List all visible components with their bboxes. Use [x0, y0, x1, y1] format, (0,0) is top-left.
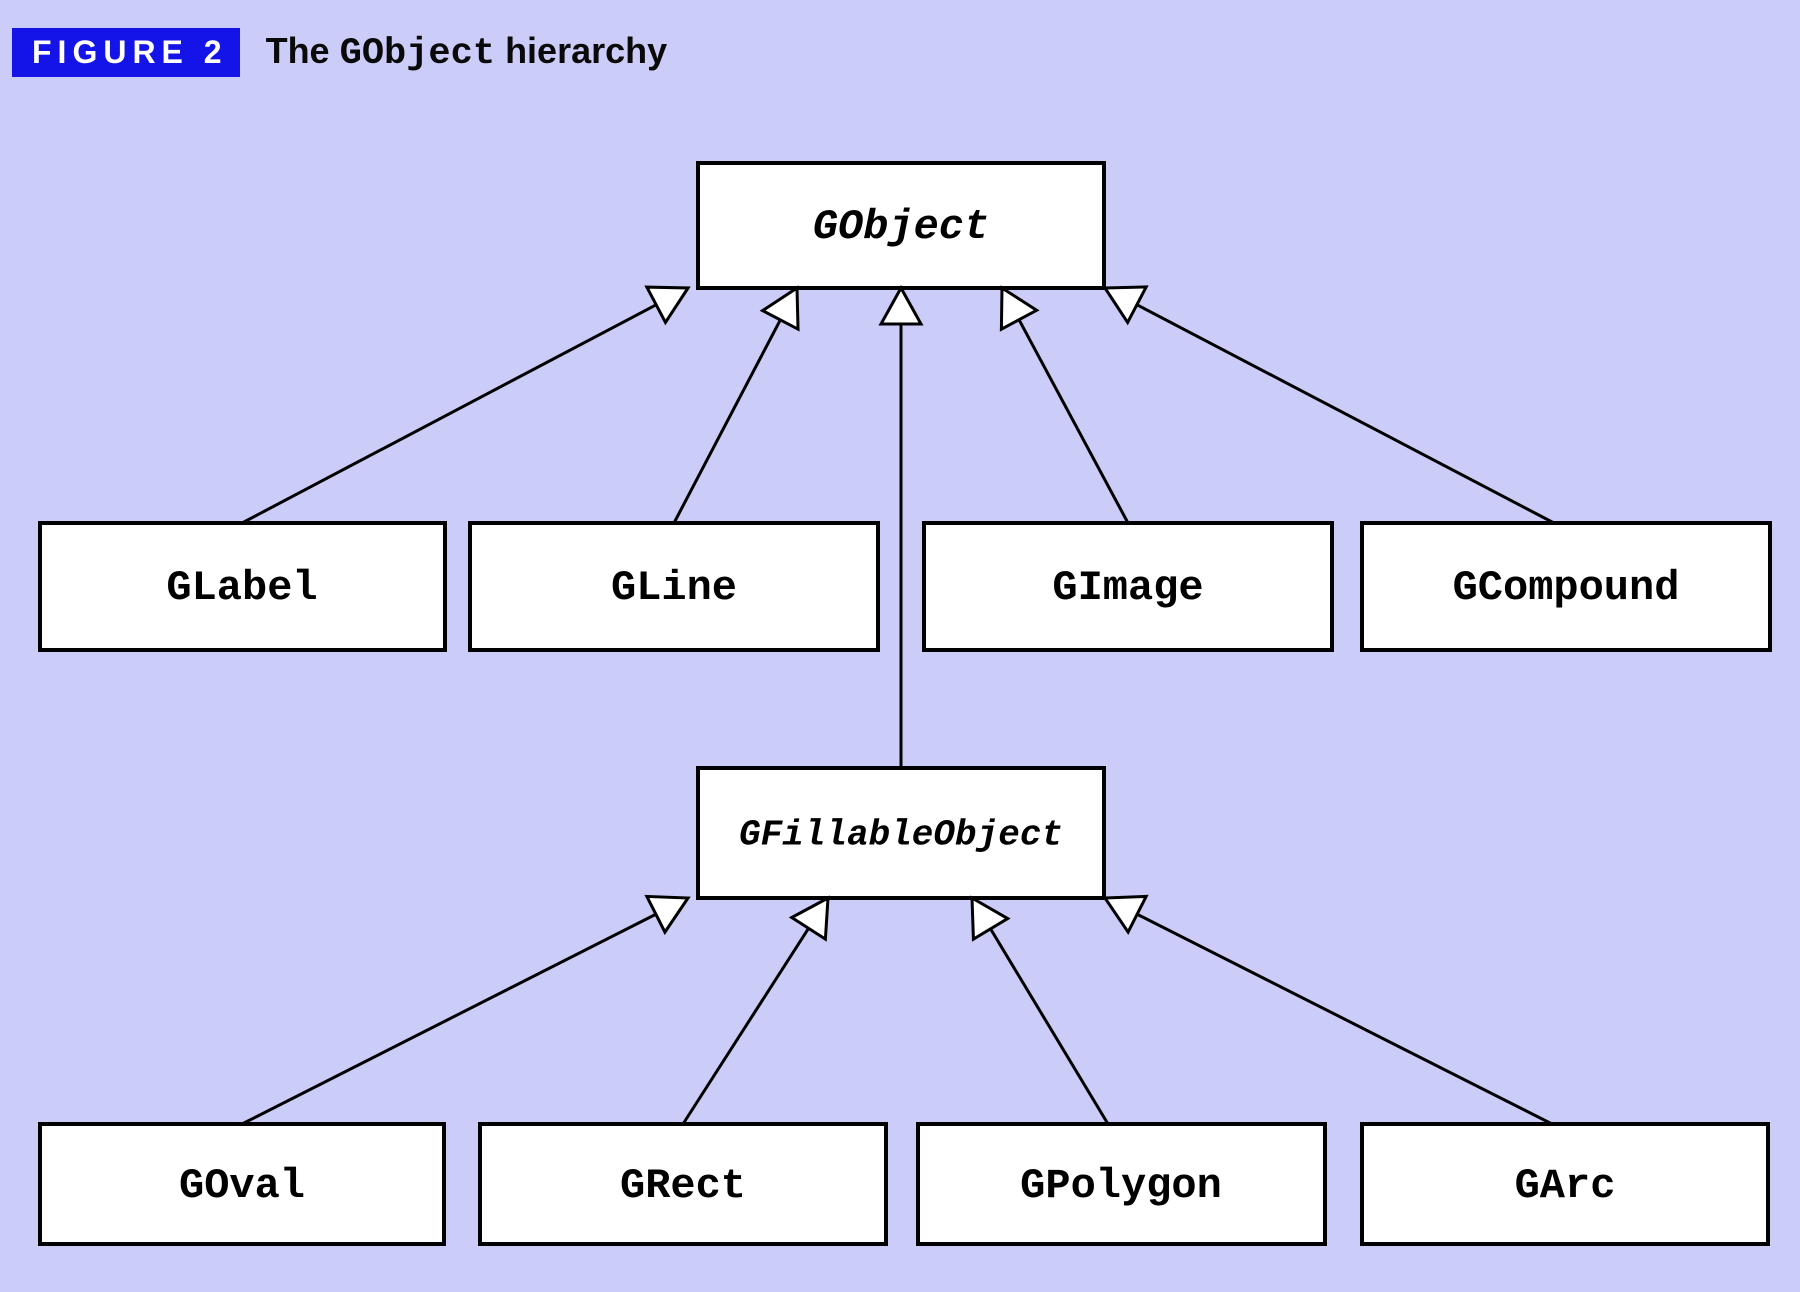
figure-header: FIGURE 2 The GObject hierarchy — [12, 28, 667, 77]
edge-gcompound-to-gobject — [1102, 285, 1555, 525]
node-box-gimage — [922, 521, 1334, 652]
inheritance-arrowhead-icon — [1102, 285, 1149, 326]
inheritance-line — [1136, 912, 1553, 1126]
edge-gline-to-gobject — [672, 285, 800, 524]
inheritance-arrowhead-icon — [644, 285, 691, 326]
node-gobject: GObject — [696, 161, 1106, 290]
node-gcompound: GCompound — [1360, 521, 1772, 652]
inheritance-arrowhead-icon — [788, 895, 830, 942]
edge-goval-to-gfillableobject — [241, 894, 691, 1126]
node-label-gpolygon: GPolygon — [1020, 1162, 1222, 1210]
edge-grect-to-gfillableobject — [681, 895, 830, 1125]
node-grect: GRect — [478, 1122, 888, 1246]
node-box-glabel — [38, 521, 447, 652]
inheritance-line — [1136, 303, 1555, 525]
inheritance-line — [681, 927, 810, 1125]
inheritance-arrowhead-icon — [644, 894, 691, 936]
figure-title-code: GObject — [339, 33, 496, 75]
edge-gpolygon-to-gfillableobject — [970, 895, 1110, 1125]
inheritance-arrowhead-icon — [759, 285, 800, 332]
node-garc: GArc — [1360, 1122, 1770, 1246]
node-label-gline: GLine — [611, 564, 737, 612]
inheritance-arrowhead-icon — [1102, 894, 1149, 936]
inheritance-line — [989, 928, 1110, 1125]
edge-gimage-to-gobject — [999, 285, 1130, 524]
node-label-gfillableobject: GFillableObject — [739, 815, 1063, 856]
node-gfillableobject: GFillableObject — [696, 766, 1106, 900]
inheritance-line — [241, 912, 657, 1126]
node-box-gpolygon — [916, 1122, 1327, 1246]
inheritance-line — [241, 303, 657, 525]
edge-glabel-to-gobject — [241, 285, 691, 525]
node-box-garc — [1360, 1122, 1770, 1246]
inheritance-arrowhead-icon — [999, 285, 1040, 332]
figure-number-tag: FIGURE 2 — [12, 28, 240, 77]
edges-layer — [241, 284, 1555, 1126]
node-label-goval: GOval — [179, 1162, 305, 1210]
node-box-gobject — [696, 161, 1106, 290]
node-gpolygon: GPolygon — [916, 1122, 1327, 1246]
node-box-gline — [468, 521, 880, 652]
figure-number-label: FIGURE 2 — [32, 34, 228, 70]
inheritance-arrowhead-icon — [878, 284, 924, 326]
node-box-gfillableobject — [696, 766, 1106, 900]
inheritance-arrowhead-icon — [970, 895, 1011, 942]
edge-garc-to-gfillableobject — [1102, 894, 1553, 1126]
node-goval: GOval — [38, 1122, 446, 1246]
node-label-gcompound: GCompound — [1453, 564, 1680, 612]
node-box-gcompound — [1360, 521, 1772, 652]
figure-title-prefix: The — [265, 30, 330, 71]
node-gimage: GImage — [922, 521, 1334, 652]
node-label-garc: GArc — [1515, 1162, 1616, 1210]
node-box-grect — [478, 1122, 888, 1246]
figure-title-suffix: hierarchy — [505, 30, 668, 71]
inheritance-line — [672, 319, 782, 524]
node-label-gimage: GImage — [1052, 564, 1203, 612]
figure-title: The GObject hierarchy — [266, 30, 668, 75]
node-label-grect: GRect — [620, 1162, 746, 1210]
node-label-gobject: GObject — [813, 203, 989, 251]
node-glabel: GLabel — [38, 521, 447, 652]
inheritance-line — [1017, 319, 1130, 524]
edge-gfillableobject-to-gobject — [878, 284, 924, 768]
node-label-glabel: GLabel — [166, 564, 317, 612]
node-gline: GLine — [468, 521, 880, 652]
